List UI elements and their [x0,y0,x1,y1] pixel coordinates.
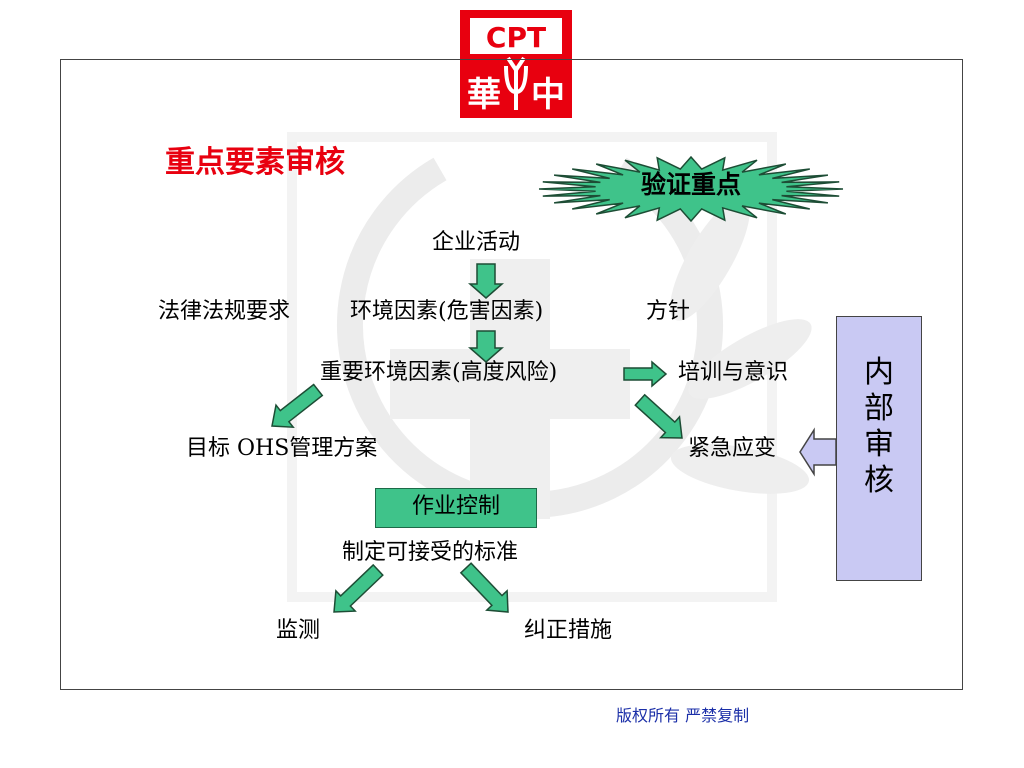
node-monitoring: 监测 [276,618,321,643]
internal-audit-box [836,316,922,581]
burst-badge [538,156,844,222]
node-activity: 企业活动 [432,230,521,255]
cpt-logo: CPT 華 中 [460,10,572,118]
node-corrective: 纠正措施 [524,618,613,643]
burst-badge-label: 验证重点 [640,170,741,199]
node-training: 培训与意识 [678,360,789,385]
node-env-factor: 环境因素(危害因素) [350,299,544,324]
operation-control-box [375,488,537,528]
internal-audit-char: 内 [864,355,894,390]
burst-shape [538,156,844,222]
internal-audit-char: 部 [864,391,894,426]
node-law: 法律法规要求 [158,299,291,324]
internal-audit-label: 内部审核 [836,355,922,499]
slide-frame [60,59,963,690]
node-emergency: 紧急应变 [688,436,777,461]
node-policy: 方针 [646,299,691,324]
logo-top-text: CPT [486,21,546,54]
node-significant: 重要环境因素(高度风险) [320,360,558,385]
internal-audit-char: 核 [864,463,894,498]
logo-left-char: 華 [467,75,501,115]
page-title: 重点要素审核 [165,145,345,180]
footer-copyright: 版权所有 严禁复制 [616,706,750,725]
watermark-logo [287,132,812,602]
node-objectives: 目标 OHS管理方案 [186,436,378,461]
node-standard: 制定可接受的标准 [342,540,519,565]
logo-right-char: 中 [531,75,565,115]
internal-audit-char: 审 [864,427,894,462]
operation-control-label: 作业控制 [411,494,500,519]
